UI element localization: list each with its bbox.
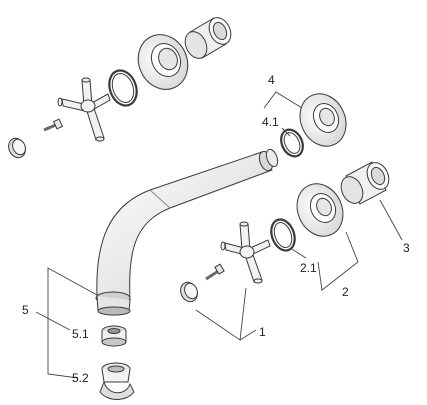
aerator-key-5-2 <box>99 362 135 400</box>
o-ring-4-1 <box>280 128 304 158</box>
right-cap-disc <box>180 281 198 303</box>
left-cap-disc <box>8 137 26 159</box>
leader-4 <box>263 91 303 109</box>
top-sleeve-cylinder <box>184 17 232 59</box>
left-o-ring <box>108 69 138 107</box>
leader-3 <box>379 199 403 241</box>
callout-labels: 4 4.1 3 2.1 2 1 5 5.1 5.2 <box>22 73 410 385</box>
callout-5-2: 5.2 <box>72 371 89 385</box>
left-cross-handle <box>57 77 111 142</box>
leader-2 <box>317 231 359 291</box>
callout-2-1: 2.1 <box>300 261 317 275</box>
callout-3: 3 <box>403 241 410 255</box>
leader-2-1 <box>289 247 307 259</box>
right-screw <box>205 263 225 281</box>
callout-4-1: 4.1 <box>262 115 279 129</box>
rosette-flange-2 <box>296 183 344 237</box>
leader-5-1 <box>35 311 71 331</box>
left-screw <box>43 118 64 132</box>
leader-1-tail <box>239 329 257 341</box>
callout-2: 2 <box>342 285 349 299</box>
leader-1 <box>195 287 247 341</box>
o-ring-2-1 <box>270 218 296 252</box>
aerator-insert-5-1 <box>101 325 127 347</box>
leader-5 <box>47 267 98 379</box>
leader-4-1 <box>281 127 291 137</box>
callout-4: 4 <box>268 73 275 87</box>
callout-5: 5 <box>22 303 29 317</box>
spout <box>95 148 279 316</box>
callout-5-1: 5.1 <box>72 327 89 341</box>
rosette-flange-4 <box>299 93 347 147</box>
sleeve-cylinder-3 <box>340 161 390 205</box>
leader-lines <box>35 91 403 379</box>
right-cross-handle <box>220 221 271 284</box>
top-rosette-flange <box>137 34 189 90</box>
callout-1: 1 <box>259 325 266 339</box>
